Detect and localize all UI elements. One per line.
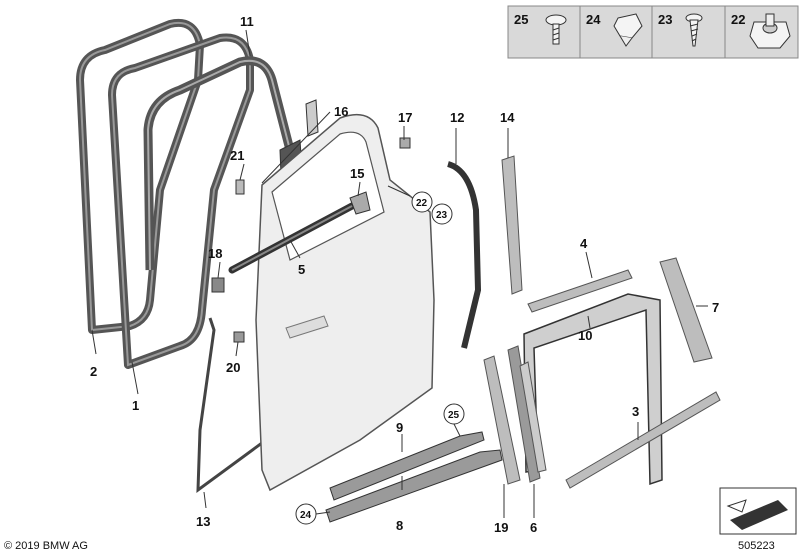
hardware-label-23: 23: [658, 12, 672, 27]
seal-strip-12: [446, 161, 482, 349]
sill-strip-8: [325, 449, 503, 523]
trim-strip-3: [565, 391, 721, 489]
hardware-label-25: 25: [514, 12, 528, 27]
hardware-strip: 25 24 23 22: [507, 5, 799, 59]
callout-15: 15: [350, 166, 364, 181]
trim-strip-4: [527, 269, 633, 313]
hardware-label-24: 24: [586, 12, 601, 27]
screw-23-icon: [685, 13, 703, 47]
trim-strip-6: [507, 345, 541, 483]
callout-16: 16: [334, 104, 348, 119]
callout-12: 12: [450, 110, 464, 125]
orientation-arrow-icon: [719, 487, 797, 535]
callout-4: 4: [580, 236, 588, 251]
trim-strip-19: [483, 355, 521, 485]
callout-6: 6: [530, 520, 537, 535]
callout-19: 19: [494, 520, 508, 535]
hardware-label-22: 22: [731, 12, 745, 27]
callout-21: 21: [230, 148, 244, 163]
callout-3: 3: [632, 404, 639, 419]
callout-11: 11: [240, 14, 254, 29]
clip-24-icon: [613, 13, 643, 47]
svg-text:23: 23: [436, 210, 448, 221]
clip-18: [211, 277, 225, 293]
door-handle-recess: [285, 315, 329, 339]
svg-text:24: 24: [300, 510, 312, 521]
callout-2: 2: [90, 364, 97, 379]
callout-14: 14: [500, 110, 515, 125]
svg-text:25: 25: [448, 410, 460, 421]
copyright-text: © 2019 BMW AG: [4, 540, 88, 552]
callout-7: 7: [712, 300, 719, 315]
leader-lines: [91, 29, 708, 518]
callout-18: 18: [208, 246, 222, 261]
circled-callout-23: 23: [431, 203, 453, 225]
circled-callout-22: 22: [411, 191, 433, 213]
circled-callout-25: 25: [443, 403, 465, 425]
callout-1: 1: [132, 398, 139, 413]
holder-15: [349, 191, 371, 215]
sill-strip-9: [329, 431, 485, 501]
trim-strip-6b: [519, 361, 547, 473]
circled-callout-24: 24: [295, 503, 317, 525]
callout-5: 5: [298, 262, 305, 277]
trim-piece-7: [659, 257, 713, 363]
trim-strip-14: [501, 155, 523, 295]
callout-13: 13: [196, 514, 210, 529]
door-bottom-seal: [196, 317, 267, 494]
callout-10: 10: [578, 328, 592, 343]
callout-9: 9: [396, 420, 403, 435]
clip-17: [399, 137, 411, 149]
callout-17: 17: [398, 110, 412, 125]
nut-22-icon: [749, 13, 791, 49]
callout-8: 8: [396, 518, 403, 533]
window-glass-frame-10: [523, 293, 663, 486]
callout-20: 20: [226, 360, 240, 375]
screw-25-icon: [545, 14, 567, 45]
svg-text:22: 22: [416, 198, 428, 209]
bracket-21: [235, 179, 245, 195]
diagram-number: 505223: [738, 540, 775, 552]
clip-20: [233, 331, 245, 343]
